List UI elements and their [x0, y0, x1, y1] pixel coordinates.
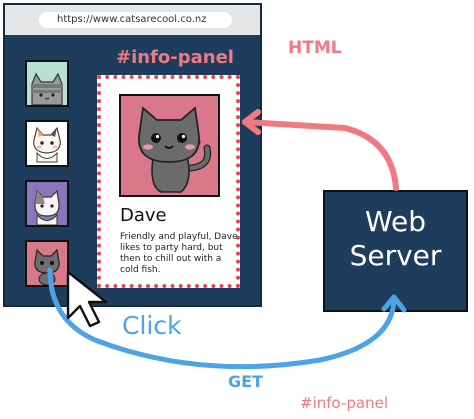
web-server-label-line1: Web: [364, 205, 427, 238]
get-arrowhead-icon: [381, 294, 407, 313]
request-target-label: #info-panel: [300, 394, 389, 412]
get-label: GET: [228, 372, 263, 391]
web-server-box: [323, 190, 468, 312]
grey-kitten-waving-icon: [27, 242, 67, 285]
web-server-label-line2: Server: [349, 239, 442, 272]
grey-cat-dancing-icon: [121, 96, 218, 195]
html-response-arrow: [242, 119, 399, 191]
web-server-label: Web Server: [323, 205, 468, 273]
grey-white-kitten-icon: [27, 182, 67, 225]
html-label: HTML: [288, 38, 342, 58]
thumbnail-cat-1[interactable]: [25, 60, 69, 107]
html-arrowhead-icon: [242, 109, 261, 135]
grey-cat-icon: [27, 62, 67, 105]
cat-description: Friendly and playful, Dave likes to part…: [120, 232, 238, 275]
click-label: Click: [122, 311, 182, 340]
mouse-cursor-icon: [66, 270, 108, 328]
url-bar[interactable]: https://www.catsarecool.co.nz: [39, 12, 232, 28]
cat-name: Dave: [120, 205, 167, 226]
cat-portrait: [119, 94, 220, 197]
thumbnail-cat-3[interactable]: [25, 180, 69, 227]
get-request-arrow: [47, 267, 397, 370]
info-panel-heading: #info-panel: [116, 47, 234, 68]
thumbnail-cat-2[interactable]: [25, 120, 69, 167]
calico-kitten-icon: [27, 122, 67, 165]
thumbnail-cat-4[interactable]: [25, 240, 69, 287]
